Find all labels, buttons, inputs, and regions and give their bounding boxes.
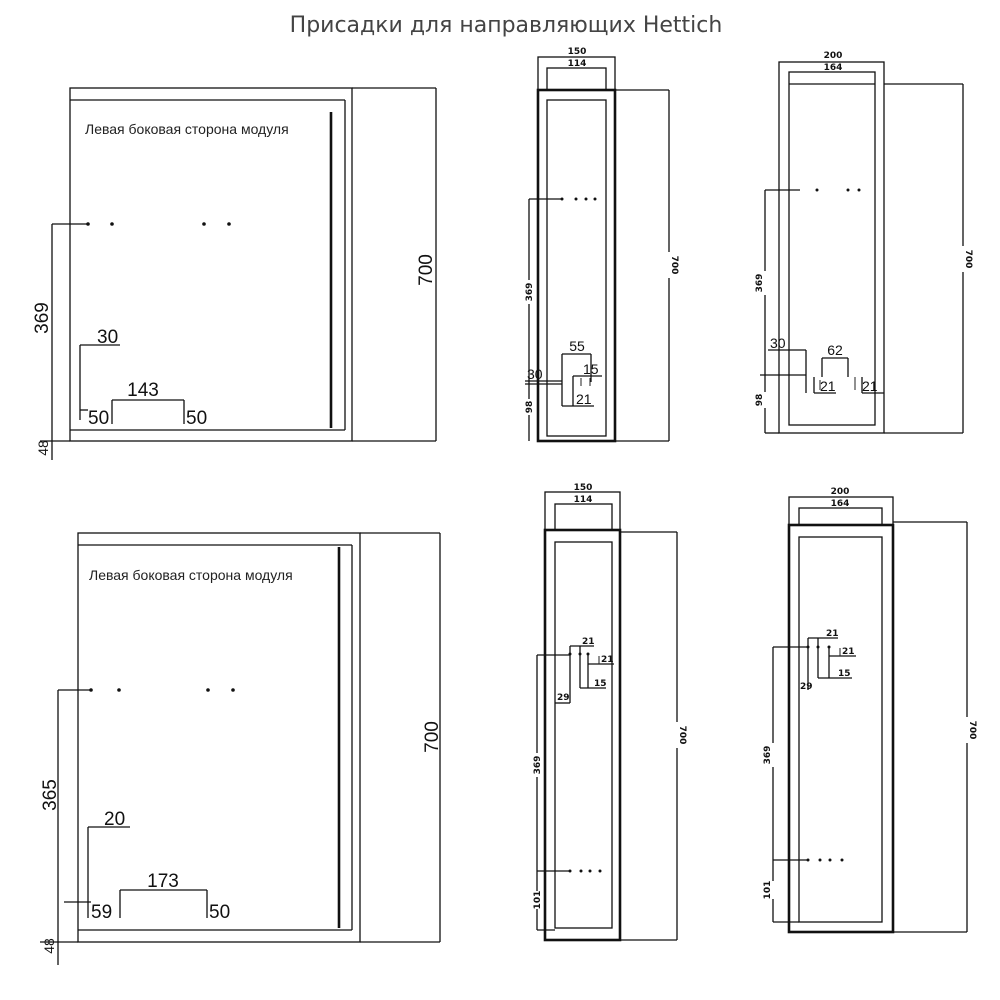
inner-width-dimension: 164 xyxy=(824,63,843,73)
outer-width-dimension: 150 xyxy=(574,483,593,493)
dimension-29: 29 xyxy=(557,693,570,703)
dimension-30: 30 xyxy=(770,335,786,351)
dimension-15: 15 xyxy=(838,669,851,679)
dimension-29: 29 xyxy=(800,682,813,692)
bottom-dimension: 48 xyxy=(41,938,57,954)
top-right-module-200: 200 164 700 369 98 30 62 21 21 xyxy=(755,51,973,434)
outer-width-dimension: 150 xyxy=(568,47,587,57)
bottom-dimension: 101 xyxy=(763,881,773,900)
outer-width-dimension: 200 xyxy=(831,487,850,497)
height-dimension: 700 xyxy=(967,721,977,740)
inner-width-dimension: 114 xyxy=(568,59,587,69)
hole-height-dimension: 365 xyxy=(40,779,61,811)
height-dimension: 700 xyxy=(422,721,443,753)
bottom-middle-module-150: 150 114 700 369 101 29 21 21 15 xyxy=(532,483,687,942)
height-dimension: 700 xyxy=(677,726,687,745)
bottom-dimension: 98 xyxy=(755,394,765,407)
hole-height-dimension: 369 xyxy=(525,283,535,302)
bottom-dimension: 101 xyxy=(533,891,543,910)
inner-width-dimension: 114 xyxy=(574,495,593,505)
bottom-dimension: 98 xyxy=(525,401,535,414)
right-edge-dimension: 50 xyxy=(186,408,207,429)
hole-height-dimension: 369 xyxy=(763,746,773,765)
height-dimension: 700 xyxy=(416,254,437,286)
dimension-15: 15 xyxy=(594,679,607,689)
dimension-21-right: 21 xyxy=(862,378,878,394)
hole-height-dimension: 369 xyxy=(755,274,765,293)
offset-dimension: 20 xyxy=(104,809,125,830)
spacing-dimension: 173 xyxy=(147,871,179,892)
top-middle-module-150: 150 114 700 369 98 55 15 30 21 xyxy=(524,47,679,443)
dimension-21-top: 21 xyxy=(582,637,595,647)
diagram-title: Присадки для направляющих Hettich xyxy=(290,13,723,38)
left-edge-dimension: 50 xyxy=(88,408,109,429)
spacing-dimension: 143 xyxy=(127,380,159,401)
dimension-21-side: 21 xyxy=(601,655,614,665)
dimension-15: 15 xyxy=(583,361,599,377)
dimension-30: 30 xyxy=(527,366,543,382)
outer-width-dimension: 200 xyxy=(824,51,843,61)
height-dimension: 700 xyxy=(669,256,679,275)
right-edge-dimension: 50 xyxy=(209,902,230,923)
dimension-21-top: 21 xyxy=(826,629,839,639)
dimension-21-side: 21 xyxy=(842,647,855,657)
dimension-62: 62 xyxy=(827,342,843,358)
dimension-55: 55 xyxy=(569,338,585,354)
bottom-dimension: 48 xyxy=(35,440,51,456)
hole-height-dimension: 369 xyxy=(32,302,53,334)
hole-height-dimension: 369 xyxy=(533,756,543,775)
dimension-21: 21 xyxy=(576,391,592,407)
bottom-right-module-200: 200 164 700 369 101 29 21 21 15 xyxy=(763,487,977,934)
height-dimension: 700 xyxy=(963,250,973,269)
top-left-side-panel: 700 Левая боковая сторона модуля 369 48 … xyxy=(32,87,437,460)
panel-label: Левая боковая сторона модуля xyxy=(89,567,293,583)
bottom-left-side-panel: 700 Левая боковая сторона модуля 365 48 … xyxy=(40,532,443,965)
panel-label: Левая боковая сторона модуля xyxy=(85,121,289,137)
offset-dimension: 30 xyxy=(97,327,118,348)
left-edge-dimension: 59 xyxy=(91,902,112,923)
dimension-21-left: 21 xyxy=(820,378,836,394)
inner-width-dimension: 164 xyxy=(831,499,850,509)
